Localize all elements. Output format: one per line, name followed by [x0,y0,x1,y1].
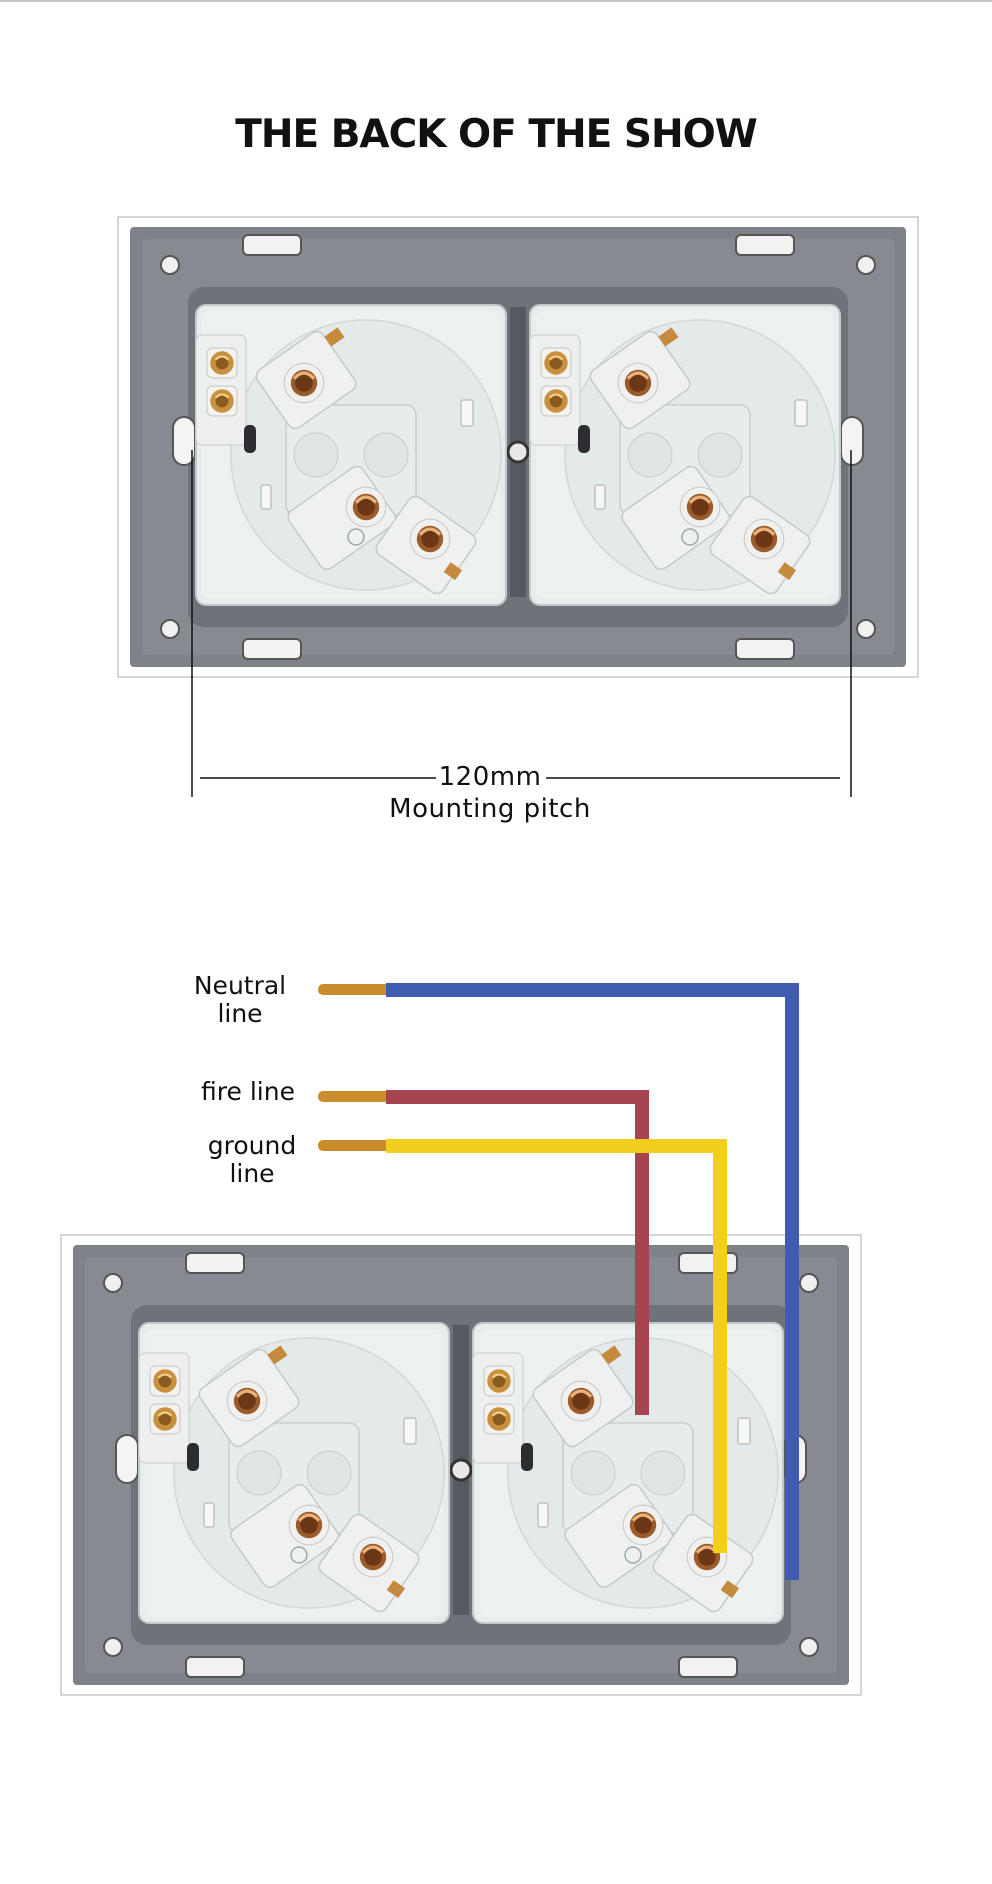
fire-line-label: fire line [201,1077,295,1106]
top-border [0,0,992,2]
wire-neutral [318,983,799,1580]
wire-ground [318,1139,727,1553]
dimension-caption: Mounting pitch [389,794,591,824]
dimension-lines [191,450,852,797]
socket-plate-bottom [61,1235,861,1695]
page-title: THE BACK OF THE SHOW [235,112,758,157]
socket-plate-top [118,217,918,677]
neutral-line-label: Neutral line [193,971,287,1028]
wire-fire [318,1090,649,1415]
ground-line-label: ground line [207,1131,297,1188]
dimension-value: 120mm [438,762,542,792]
